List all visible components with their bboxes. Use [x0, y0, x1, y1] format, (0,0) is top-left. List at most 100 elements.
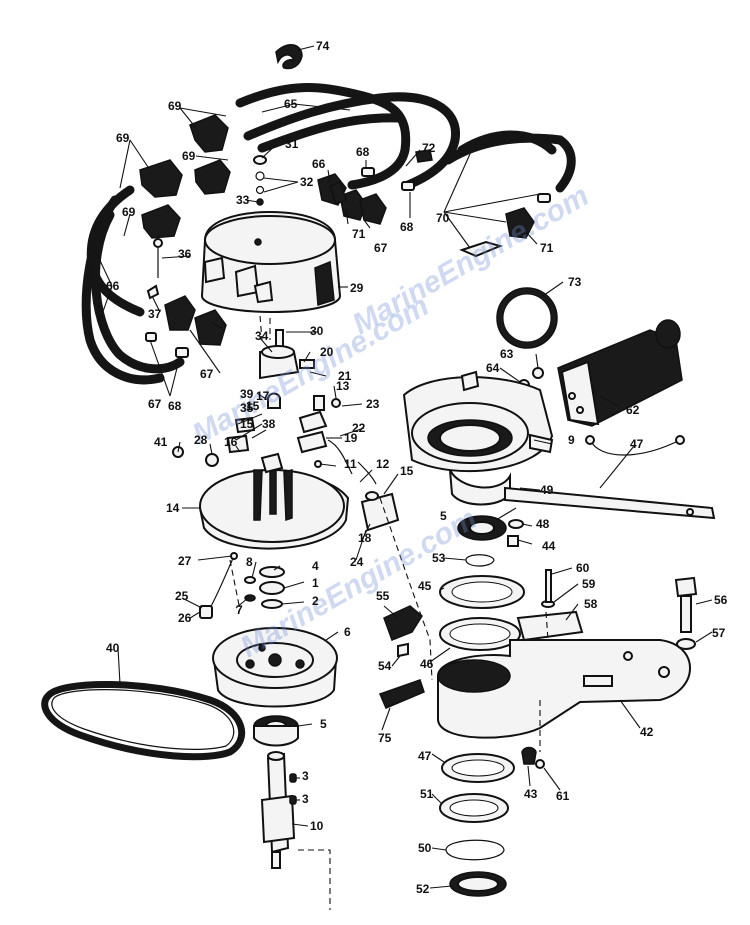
part-3-keys	[289, 773, 297, 805]
callout-65: 65	[284, 97, 298, 111]
callout-56: 56	[714, 593, 728, 607]
callout-33: 33	[236, 193, 250, 207]
callout-58: 58	[584, 597, 598, 611]
callout-4: 4	[312, 559, 319, 573]
callout-73: 73	[568, 275, 582, 289]
part-68-terminals	[145, 167, 415, 358]
callout-69: 69	[122, 205, 136, 219]
callout-28: 28	[194, 433, 208, 447]
callout-23: 23	[366, 397, 380, 411]
part-9-housing	[402, 370, 554, 506]
callout-68: 68	[356, 145, 370, 159]
callout-15: 15	[400, 464, 414, 478]
callout-46: 46	[420, 657, 434, 671]
callout-20: 20	[320, 345, 334, 359]
callout-21: 21	[338, 369, 352, 383]
callout-52: 52	[416, 882, 430, 896]
callout-10: 10	[310, 819, 324, 833]
callout-5: 5	[320, 717, 327, 731]
callout-1: 1	[312, 576, 319, 590]
callout-67: 67	[200, 367, 214, 381]
callout-16: 16	[224, 435, 238, 449]
callout-39: 39	[240, 387, 254, 401]
part-73-band	[496, 287, 558, 349]
part-29-distributor-cap	[200, 210, 342, 314]
callout-5: 5	[440, 509, 447, 523]
callout-34: 34	[255, 329, 269, 343]
callout-31: 31	[285, 137, 299, 151]
callout-42: 42	[640, 725, 654, 739]
parts-59-61	[516, 569, 584, 642]
callout-18: 18	[358, 531, 372, 545]
parts-25-27-ground-wire	[199, 552, 238, 619]
parts-55-56-75	[378, 605, 425, 709]
part-5-bearing-lower	[253, 715, 299, 747]
callout-47: 47	[630, 437, 644, 451]
parts-1-8-stack	[244, 566, 285, 609]
callout-15: 15	[240, 417, 254, 431]
callout-63: 63	[500, 347, 514, 361]
callout-9: 9	[568, 433, 575, 447]
callout-38: 38	[262, 417, 276, 431]
parts-44-62	[521, 746, 545, 769]
callout-17: 17	[256, 389, 270, 403]
callout-66: 66	[312, 157, 326, 171]
callout-51: 51	[420, 787, 434, 801]
part-46-ring	[439, 575, 525, 609]
callout-71: 71	[352, 227, 366, 241]
callout-36: 36	[178, 247, 192, 261]
part-47-ring-lower	[441, 753, 515, 783]
callout-47: 47	[418, 749, 432, 763]
part-6-pulley	[212, 627, 338, 708]
parts-70-72	[329, 149, 551, 258]
callout-61: 61	[556, 789, 570, 803]
callout-69: 69	[116, 131, 130, 145]
callout-26: 26	[178, 611, 192, 625]
callout-22: 22	[352, 421, 366, 435]
callout-49: 49	[540, 483, 554, 497]
callout-13: 13	[336, 379, 350, 393]
callout-7: 7	[236, 603, 243, 617]
callout-32: 32	[300, 175, 314, 189]
callout-60: 60	[576, 561, 590, 575]
callout-2: 2	[312, 594, 319, 608]
callout-19: 19	[344, 431, 358, 445]
part-63-coil	[557, 319, 685, 456]
callout-70: 70	[436, 211, 450, 225]
callout-57: 57	[712, 626, 726, 640]
callout-54: 54	[378, 659, 392, 673]
callout-69: 69	[168, 99, 182, 113]
part-74-clip	[275, 44, 303, 70]
callout-15: 15	[246, 399, 260, 413]
callout-68: 68	[168, 399, 182, 413]
callout-69: 69	[182, 149, 196, 163]
part-5-bearing-upper	[457, 515, 507, 541]
callout-8: 8	[246, 555, 253, 569]
callout-59: 59	[582, 577, 596, 591]
part-47-ring-upper	[439, 617, 521, 651]
callout-66: 66	[106, 279, 120, 293]
callout-48: 48	[536, 517, 550, 531]
callout-14: 14	[166, 501, 180, 515]
part-53-seal	[449, 871, 507, 897]
part-10-shaft	[260, 751, 296, 869]
part-48-arm	[504, 486, 716, 520]
callout-53: 53	[432, 551, 446, 565]
part-40-drive-belt	[41, 681, 246, 761]
callout-27: 27	[178, 554, 192, 568]
callout-44: 44	[542, 539, 556, 553]
callout-37: 37	[148, 307, 162, 321]
alignment-lines	[229, 315, 549, 910]
parts-15-28-breaker-hardware	[172, 395, 400, 532]
callout-3: 3	[302, 769, 309, 783]
callout-30: 30	[310, 324, 324, 338]
callout-55: 55	[376, 589, 390, 603]
callout-11: 11	[344, 457, 357, 471]
callout-43: 43	[524, 787, 538, 801]
callout-75: 75	[378, 731, 392, 745]
callout-35: 35	[240, 401, 254, 415]
part-43-bracket	[437, 639, 691, 739]
callout-67: 67	[148, 397, 162, 411]
callout-41: 41	[154, 435, 168, 449]
callout-68: 68	[400, 220, 414, 234]
